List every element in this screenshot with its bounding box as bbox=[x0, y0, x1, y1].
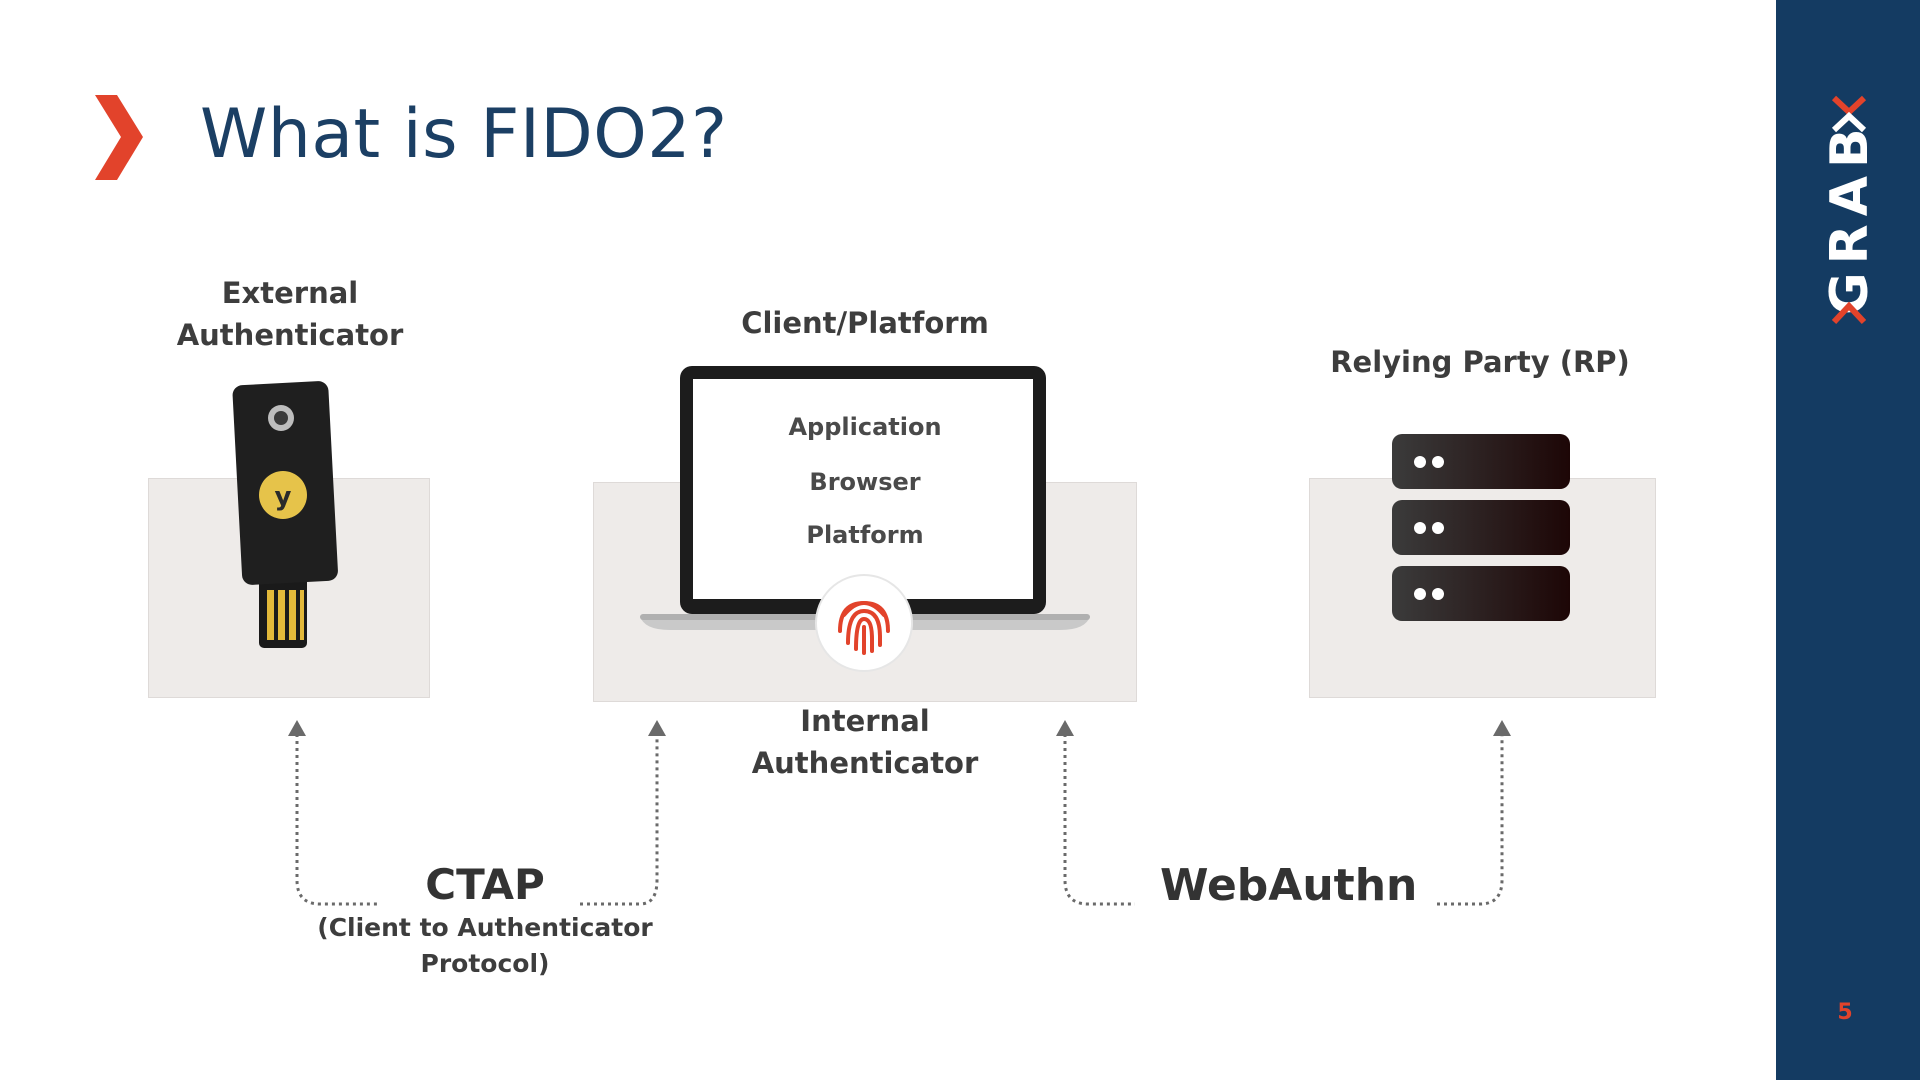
fingerprint-icon bbox=[815, 574, 913, 672]
screen-item-platform: Platform bbox=[806, 521, 924, 549]
page-title: What is FIDO2? bbox=[200, 95, 728, 174]
brand-sidebar bbox=[1776, 0, 1920, 1080]
security-key-icon: y bbox=[232, 381, 338, 648]
brand-left-chevron-icon bbox=[1832, 301, 1866, 325]
client-platform-label: Client/Platform bbox=[741, 306, 989, 340]
webauthn-title: WebAuthn bbox=[1160, 860, 1418, 911]
label-line: External bbox=[221, 276, 359, 310]
brand-chevron-icon bbox=[1832, 95, 1866, 133]
subtitle-line: Protocol) bbox=[420, 949, 550, 978]
arrow-up-icon bbox=[648, 720, 666, 736]
label-line: Authenticator bbox=[176, 318, 404, 352]
label-line: Authenticator bbox=[751, 746, 979, 780]
key-letter: y bbox=[275, 482, 292, 512]
ctap-title: CTAP bbox=[425, 860, 545, 909]
server-icon bbox=[1392, 434, 1570, 621]
label-line: Internal bbox=[800, 704, 930, 738]
screen-item-application: Application bbox=[788, 413, 942, 441]
ctap-connector bbox=[288, 720, 666, 906]
brand-logo-text: GRAB bbox=[1820, 120, 1880, 315]
subtitle-line: (Client to Authenticator bbox=[317, 913, 653, 942]
webauthn-connector bbox=[1056, 720, 1511, 906]
chevron-right-icon bbox=[95, 95, 143, 180]
external-authenticator-label: External Authenticator bbox=[150, 272, 430, 356]
arrow-up-icon bbox=[1493, 720, 1511, 736]
screen-item-browser: Browser bbox=[809, 468, 921, 496]
ctap-subtitle: (Client to Authenticator Protocol) bbox=[300, 910, 670, 982]
laptop-icon bbox=[640, 366, 1090, 630]
internal-authenticator-label: Internal Authenticator bbox=[710, 700, 1020, 784]
arrow-up-icon bbox=[1056, 720, 1074, 736]
relying-party-label: Relying Party (RP) bbox=[1330, 345, 1630, 379]
page-number: 5 bbox=[1837, 1000, 1853, 1025]
arrow-up-icon bbox=[288, 720, 306, 736]
